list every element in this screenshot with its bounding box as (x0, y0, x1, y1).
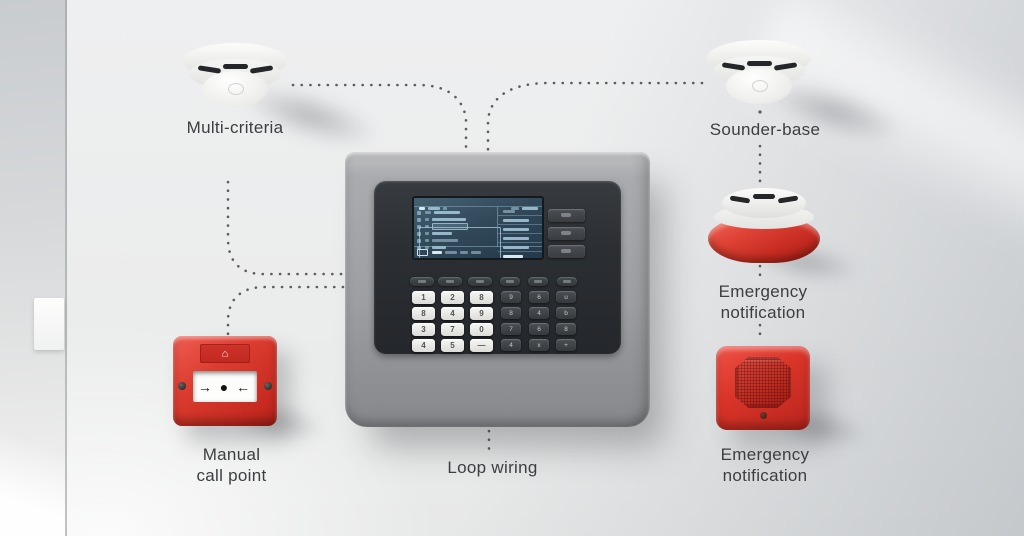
vent-slot (197, 65, 222, 74)
screen-zone-list (497, 207, 542, 258)
call-point-break-glass: → ● ← (193, 371, 257, 402)
keypad-key: 5 (441, 339, 464, 352)
keypad-key: 2 (441, 291, 464, 304)
sounder-base-detector (705, 35, 815, 113)
keypad-key: 4 (441, 307, 464, 320)
vent-slot (747, 61, 772, 66)
screw-icon (178, 382, 186, 390)
keypad-key: — (470, 339, 493, 352)
screen-selection-box (419, 227, 501, 258)
keypad-key: 7 (441, 323, 464, 336)
beacon-detector-head (722, 188, 806, 218)
keypad-key: 1 (412, 291, 435, 304)
keypad-key: 6 (529, 291, 549, 303)
screw-icon (264, 382, 272, 390)
panel-menu-button (500, 277, 520, 286)
detector-dome (202, 71, 268, 107)
keypad-key: 8 (501, 307, 521, 319)
emergency-notification-beacon-label: Emergency notification (718, 282, 808, 322)
keypad-key: 3 (412, 323, 435, 336)
panel-menu-button (557, 277, 577, 286)
keypad-key: 4 (412, 339, 435, 352)
keypad-key: + (556, 339, 576, 351)
panel-menu-button (410, 277, 434, 286)
loop-wiring-label: Loop wiring (447, 458, 538, 477)
sounder-beacon (706, 188, 822, 268)
keypad-key: 4 (529, 307, 549, 319)
floor-light (0, 426, 65, 536)
vent-slot (777, 195, 799, 204)
keypad-key: x (529, 339, 549, 351)
manual-call-point-label: Manual call point (196, 445, 267, 485)
vent-slot (249, 65, 274, 74)
keypad-key: 4 (501, 339, 521, 351)
screen-header (414, 198, 542, 211)
detector-led-ring (228, 83, 244, 95)
panel-function-button (548, 227, 585, 240)
keypad-key: 8 (470, 291, 493, 304)
wall-sounder (716, 346, 810, 430)
keypad-key: 9 (501, 291, 521, 303)
multi-criteria-detector (181, 38, 291, 116)
side-wall (0, 0, 67, 536)
press-here-symbol: → ● ← (197, 378, 253, 395)
detector-dome (726, 68, 792, 104)
screen-status-bar (414, 246, 542, 258)
keypad-key: 0 (470, 323, 493, 336)
house-fire-icon: ⌂ (221, 347, 229, 360)
call-point-top-plate: ⌂ (200, 344, 250, 363)
panel-function-button (548, 209, 585, 222)
vent-slot (721, 62, 746, 71)
screen-event-list (414, 207, 504, 258)
vent-slot (729, 195, 751, 204)
panel-menu-button (438, 277, 462, 286)
vent-slot (753, 194, 775, 199)
vent-slot (223, 64, 248, 69)
fire-alarm-control-panel: 1 2 8 8 4 9 3 7 0 4 5 — 9 6 u 8 4 b 7 6 … (345, 152, 650, 427)
emergency-notification-sounder-label: Emergency notification (720, 445, 810, 485)
keypad-key: 8 (412, 307, 435, 320)
panel-menu-button (528, 277, 548, 286)
vent-slot (773, 62, 798, 71)
keypad-key: 8 (556, 323, 576, 335)
panel-function-button (548, 245, 585, 258)
keypad-key: 6 (529, 323, 549, 335)
keypad-key: u (556, 291, 576, 303)
multi-criteria-label: Multi-criteria (186, 118, 284, 137)
speaker-grille (735, 357, 791, 408)
sounder-base-label: Sounder-base (709, 120, 821, 139)
panel-lcd-screen (412, 196, 544, 260)
detector-led-ring (752, 80, 768, 92)
sounder-led (760, 412, 767, 419)
manual-call-point: ⌂ → ● ← (173, 336, 277, 426)
keypad-key: 9 (470, 307, 493, 320)
keypad-key: 7 (501, 323, 521, 335)
panel-menu-button (468, 277, 492, 286)
window-frame (34, 298, 64, 350)
keypad-key: b (556, 307, 576, 319)
